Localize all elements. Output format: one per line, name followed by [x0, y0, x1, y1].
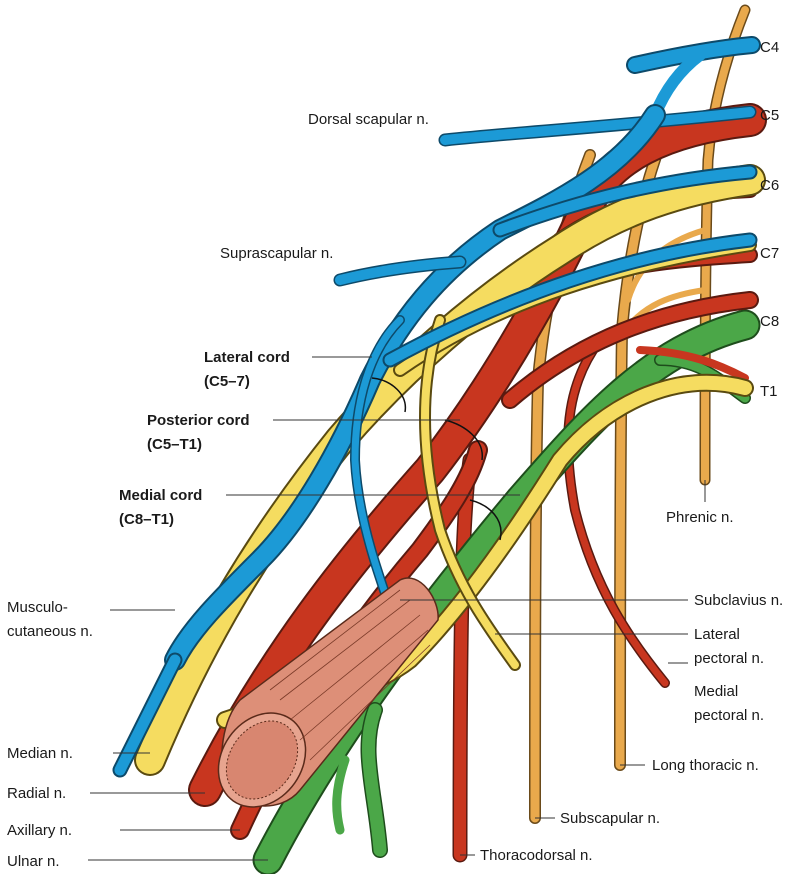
- label-medial-pectoral-1: Medial: [694, 683, 738, 700]
- label-thoracodorsal: Thoracodorsal n.: [480, 847, 593, 864]
- label-posterior-cord-sub: (C5–T1): [147, 436, 202, 453]
- label-radial: Radial n.: [7, 785, 66, 802]
- thoracodorsal-nerve: [460, 460, 470, 855]
- root-label-c7: C7: [760, 245, 779, 262]
- root-label-c8: C8: [760, 313, 779, 330]
- label-dorsal-scapular: Dorsal scapular n.: [308, 111, 429, 128]
- root-label-c5: C5: [760, 107, 779, 124]
- label-musculocutaneous-2: cutaneous n.: [7, 623, 93, 640]
- medial-cord-branch-2: [337, 760, 345, 830]
- label-subclavius: Subclavius n.: [694, 592, 783, 609]
- label-medial-cord: Medial cord: [119, 487, 202, 504]
- label-lateral-cord-sub: (C5–7): [204, 373, 250, 390]
- label-medial-pectoral-2: pectoral n.: [694, 707, 764, 724]
- root-label-c4: C4: [760, 39, 779, 56]
- label-median: Median n.: [7, 745, 73, 762]
- label-lateral-cord: Lateral cord: [204, 349, 290, 366]
- root-label-c6: C6: [760, 177, 779, 194]
- label-ulnar: Ulnar n.: [7, 853, 60, 870]
- label-posterior-cord: Posterior cord: [147, 412, 250, 429]
- label-long-thoracic: Long thoracic n.: [652, 757, 759, 774]
- label-subscapular: Subscapular n.: [560, 810, 660, 827]
- label-lateral-pectoral-1: Lateral: [694, 626, 740, 643]
- label-suprascapular: Suprascapular n.: [220, 245, 333, 262]
- label-axillary: Axillary n.: [7, 822, 72, 839]
- label-musculocutaneous-1: Musculo-: [7, 599, 68, 616]
- root-label-t1: T1: [760, 383, 778, 400]
- label-lateral-pectoral-2: pectoral n.: [694, 650, 764, 667]
- label-medial-cord-sub: (C8–T1): [119, 511, 174, 528]
- label-phrenic: Phrenic n.: [666, 509, 734, 526]
